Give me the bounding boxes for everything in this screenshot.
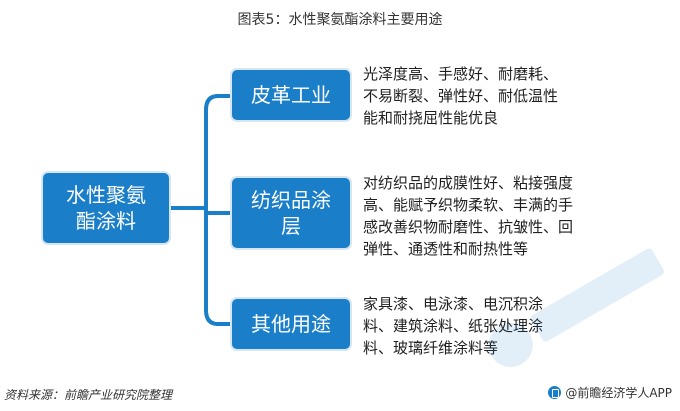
description-line: 不易断裂、弹性好、耐低温性: [363, 87, 559, 105]
description-line: 料、建筑涂料、纸张处理涂: [363, 317, 544, 335]
branch-label: 纺织品涂层: [251, 188, 331, 238]
description-line: 能和耐挠屈性能优良: [363, 109, 499, 127]
branch-node-leather: 皮革工业: [232, 70, 350, 120]
branch-description-textile: 对纺织品的成膜性好、粘接强度 高、能赋予织物柔软、丰满的手 感改善织物耐磨性、抗…: [363, 172, 613, 260]
source-note: 资料来源：前瞻产业研究院整理: [4, 388, 173, 402]
root-node: 水性聚氨酯涂料: [43, 173, 169, 243]
description-line: 弹性、通透性和耐热性等: [363, 240, 529, 258]
trunk-line: [204, 94, 219, 326]
branch-description-leather: 光泽度高、手感好、耐磨耗、 不易断裂、弹性好、耐低温性 能和耐挠屈性能优良: [363, 63, 613, 129]
root-label: 水性聚氨酯涂料: [66, 183, 146, 233]
description-line: 光泽度高、手感好、耐磨耗、: [363, 65, 559, 83]
branch-label: 皮革工业: [251, 83, 331, 107]
branch-description-other: 家具漆、电泳漆、电沉积涂 料、建筑涂料、纸张处理涂 料、玻璃纤维涂料等: [363, 293, 613, 359]
description-line: 高、能赋予织物柔软、丰满的手: [363, 196, 574, 214]
brand-logo-icon: [548, 386, 562, 399]
description-line: 感改善织物耐磨性、抗皱性、回: [363, 218, 574, 236]
brand-credit: @前瞻经济学人APP: [548, 384, 672, 401]
description-line: 料、玻璃纤维涂料等: [363, 339, 499, 357]
description-line: 家具漆、电泳漆、电沉积涂: [363, 295, 544, 313]
brand-text: @前瞻经济学人APP: [565, 386, 672, 400]
description-line: 对纺织品的成膜性好、粘接强度: [363, 174, 574, 192]
diagram-title: 图表5：水性聚氨酯涂料主要用途: [237, 12, 443, 28]
branch-node-other: 其他用途: [232, 299, 350, 349]
branch-node-textile: 纺织品涂层: [232, 178, 350, 248]
branch-label: 其他用途: [251, 312, 331, 336]
